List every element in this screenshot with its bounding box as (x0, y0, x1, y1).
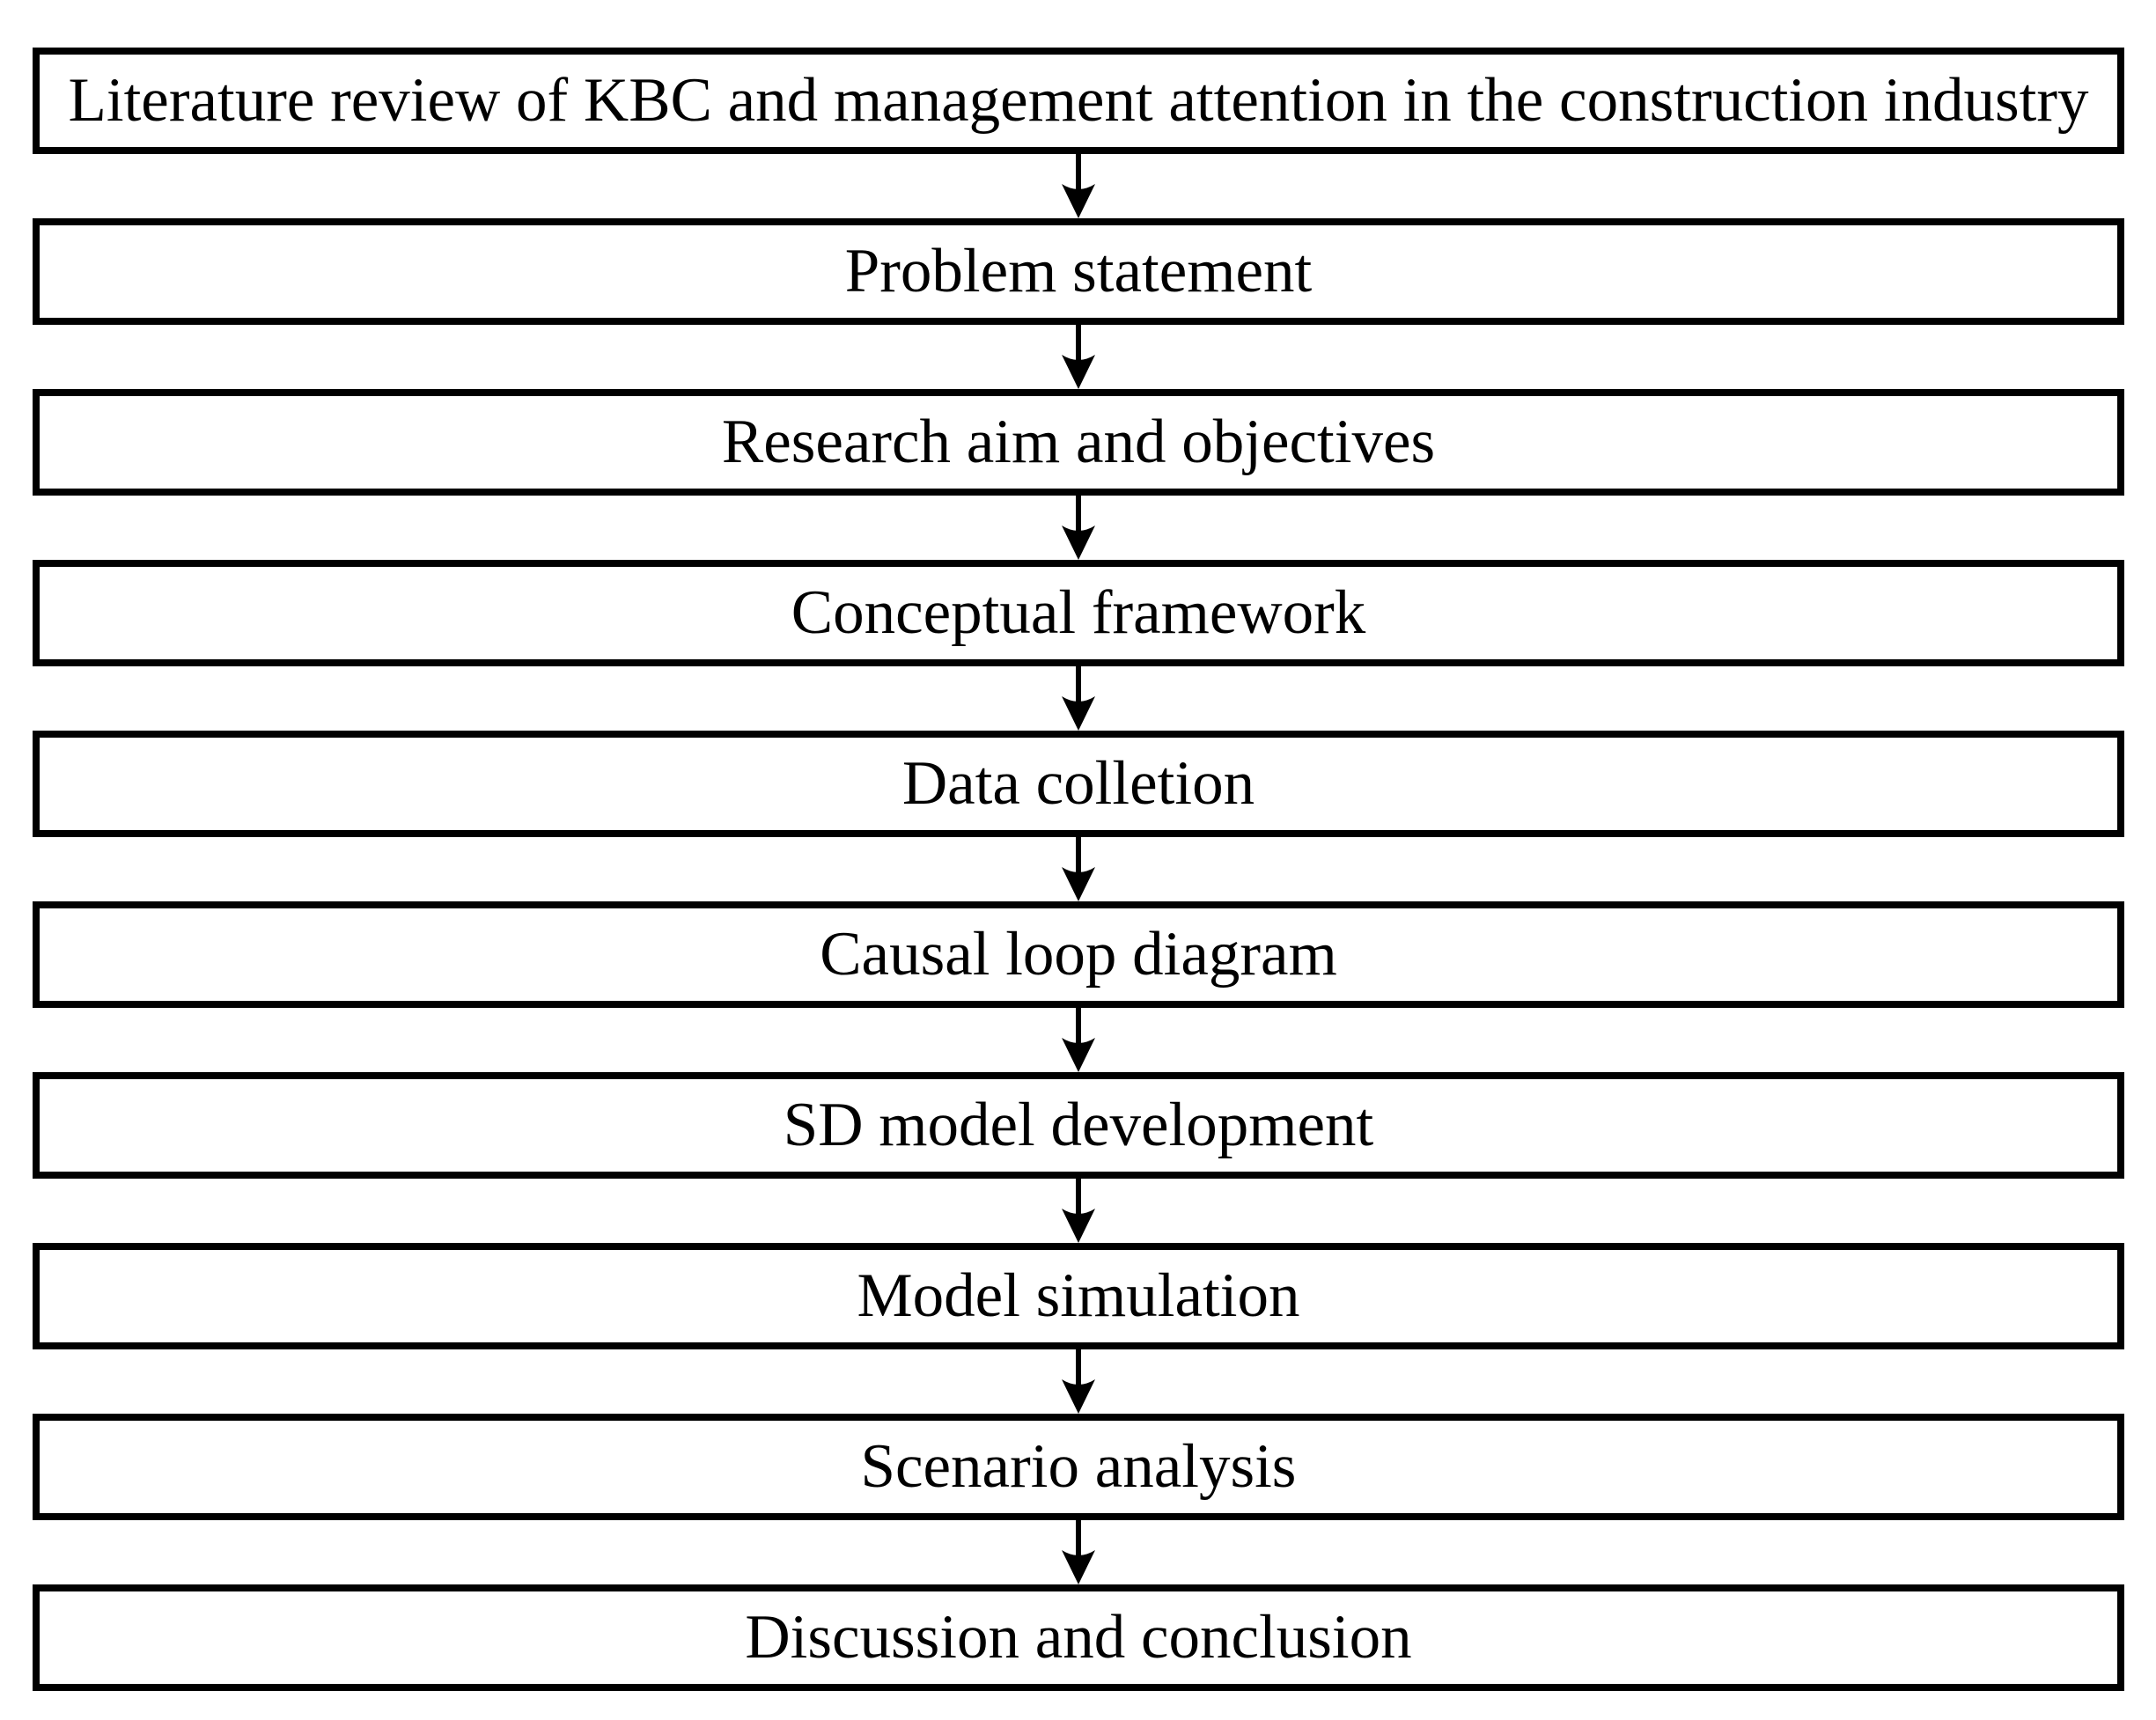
flow-step-label: Scenario analysis (860, 1432, 1297, 1501)
arrow-gap (33, 1179, 2124, 1243)
arrow-gap (33, 1520, 2124, 1584)
arrow-gap (33, 1349, 2124, 1414)
arrow-gap (33, 666, 2124, 731)
arrow-gap (33, 496, 2124, 560)
arrow-gap (33, 325, 2124, 389)
flow-step-problem-statement: Problem statement (33, 218, 2124, 325)
flow-step-data-collection: Data colletion (33, 731, 2124, 837)
arrow-down-icon (1062, 837, 1095, 901)
flow-step-scenario-analysis: Scenario analysis (33, 1414, 2124, 1520)
arrow-down-icon (1062, 325, 1095, 389)
flow-step-model-simulation: Model simulation (33, 1243, 2124, 1349)
arrow-gap (33, 837, 2124, 901)
arrow-down-icon (1062, 496, 1095, 560)
flowchart: Literature review of KBC and management … (33, 0, 2124, 1691)
arrow-down-icon (1062, 666, 1095, 731)
flow-step-label: Causal loop diagram (820, 920, 1337, 989)
flow-step-literature-review: Literature review of KBC and management … (33, 48, 2124, 154)
arrow-down-icon (1062, 1008, 1095, 1072)
arrow-down-icon (1062, 154, 1095, 218)
arrow-down-icon (1062, 1179, 1095, 1243)
flow-step-label: Model simulation (857, 1261, 1300, 1330)
flow-step-label: Problem statement (844, 237, 1313, 305)
flow-step-discussion-conclusion: Discussion and conclusion (33, 1584, 2124, 1691)
arrow-down-icon (1062, 1349, 1095, 1414)
flow-step-conceptual-framework: Conceptual framework (33, 560, 2124, 666)
flow-step-label: Data colletion (901, 749, 1255, 818)
flow-step-label: SD model development (783, 1091, 1374, 1159)
flow-step-label: Literature review of KBC and management … (68, 66, 2089, 135)
flow-step-label: Discussion and conclusion (745, 1603, 1412, 1672)
arrow-gap (33, 154, 2124, 218)
arrow-down-icon (1062, 1520, 1095, 1584)
flow-step-label: Research aim and objectives (721, 408, 1436, 476)
flow-step-causal-loop-diagram: Causal loop diagram (33, 901, 2124, 1008)
flow-step-research-aim: Research aim and objectives (33, 389, 2124, 496)
arrow-gap (33, 1008, 2124, 1072)
flow-step-sd-model-development: SD model development (33, 1072, 2124, 1179)
flow-step-label: Conceptual framework (791, 578, 1366, 647)
